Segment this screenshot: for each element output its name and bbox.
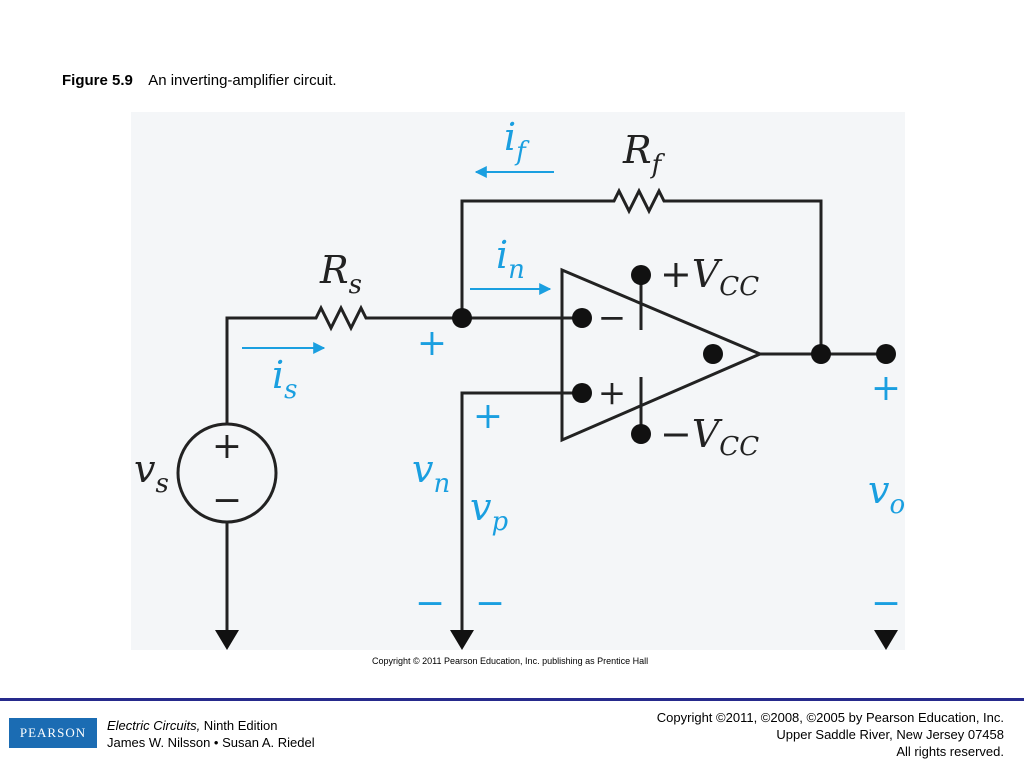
wire-noninverting-to-ground [460, 391, 582, 630]
book-authors: James W. Nilsson • Susan A. Riedel [107, 735, 315, 750]
pearson-logo-text: PEARSON [19, 725, 87, 740]
wire-source-to-rs [225, 316, 308, 424]
vo-minus-sign: − [871, 583, 901, 624]
inverting-amplifier-diagram: + − − + +VCC −VCC Rf Rs vs if in is + + [134, 115, 905, 650]
vo-label: vo [868, 468, 905, 520]
ground-arrow-source [215, 630, 239, 650]
figure-title: An inverting-amplifier circuit. [148, 72, 337, 89]
rs-label: Rs [319, 248, 362, 300]
figure-caption: Figure 5.9 An inverting-amplifier circui… [62, 72, 337, 89]
ground-arrow-output [874, 630, 898, 650]
wire-feedback-left [460, 199, 606, 318]
resistor-rf [606, 187, 672, 215]
source-plus-sign: + [212, 426, 242, 467]
op-amp-plus-sign: + [598, 373, 627, 413]
vn-label: vn [412, 447, 450, 499]
in-label: in [496, 233, 525, 285]
op-amp-minus-sign: − [598, 298, 627, 338]
figure-number: Figure 5.9 [62, 72, 133, 89]
plus-vcc-label: +VCC [660, 252, 759, 302]
wire-feedback-right [672, 199, 823, 354]
book-edition: Ninth Edition [200, 718, 278, 733]
copyright-notice: Copyright ©2011, ©2008, ©2005 by Pearson… [657, 709, 1004, 760]
pearson-logo: PEARSON [9, 718, 97, 748]
source-minus-sign: − [212, 480, 242, 521]
copyright-line-2: Upper Saddle River, New Jersey 07458 [776, 727, 1004, 742]
footer-divider [0, 698, 1024, 701]
noninverting-input-terminal [572, 383, 592, 403]
figure-panel: + − − + +VCC −VCC Rf Rs vs if in is + + [131, 112, 905, 650]
ground-arrow-noninverting [450, 630, 474, 650]
book-title: Electric Circuits, [107, 718, 201, 733]
vn-minus-sign: − [415, 583, 445, 624]
inverting-input-terminal [572, 308, 592, 328]
copyright-line-3: All rights reserved. [896, 744, 1004, 759]
vp-plus-sign: + [473, 396, 503, 437]
vp-minus-sign: − [475, 583, 505, 624]
op-amp-triangle [560, 267, 764, 443]
vp-label: vp [470, 485, 508, 537]
output-terminal [876, 344, 896, 364]
book-title-line: Electric Circuits, Ninth Edition [107, 717, 315, 734]
book-info: Electric Circuits, Ninth Edition James W… [107, 717, 315, 751]
minus-vcc-label: −VCC [660, 412, 759, 462]
vs-label: vs [134, 447, 169, 499]
minus-vcc-terminal [631, 424, 651, 444]
vn-plus-sign: + [417, 323, 447, 364]
resistor-rs [308, 304, 372, 332]
rf-label: Rf [622, 128, 666, 180]
vo-plus-sign: + [871, 368, 901, 409]
plus-vcc-terminal [631, 265, 651, 285]
copyright-line-1: Copyright ©2011, ©2008, ©2005 by Pearson… [656, 710, 1004, 725]
node-inverting-junction [452, 308, 472, 328]
is-label: is [272, 353, 298, 405]
figure-copyright: Copyright © 2011 Pearson Education, Inc.… [372, 656, 649, 666]
op-amp-output-terminal [703, 344, 723, 364]
if-label: if [504, 115, 530, 167]
voltage-source [176, 422, 278, 524]
node-output-junction [811, 344, 831, 364]
